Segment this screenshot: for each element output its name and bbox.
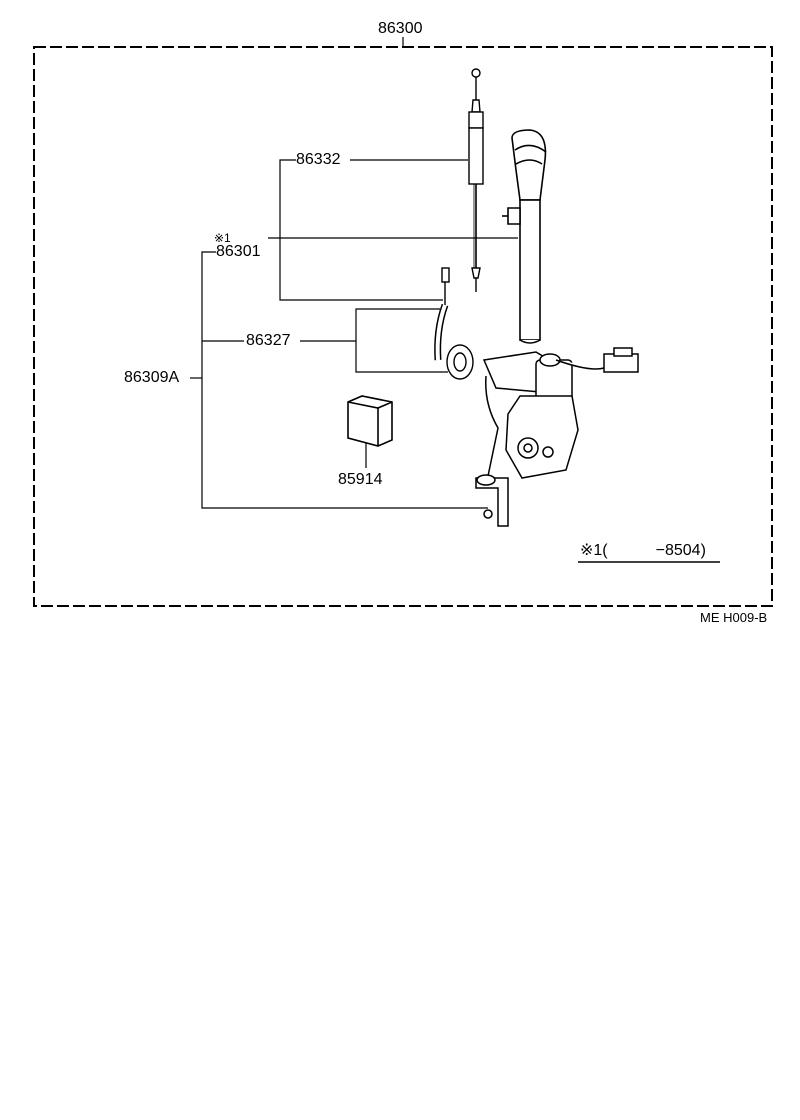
part-label-86327: 86327 bbox=[246, 332, 291, 349]
motor-assembly bbox=[475, 347, 639, 527]
note-mark: ※1 bbox=[214, 231, 231, 245]
antenna-cord bbox=[434, 267, 474, 380]
part-label-85914: 85914 bbox=[338, 471, 383, 488]
antenna-pole bbox=[468, 68, 484, 292]
part-label-86301: 86301 bbox=[216, 243, 261, 260]
assembly-frame bbox=[33, 37, 773, 607]
antenna-mast bbox=[502, 129, 547, 344]
part-label-86309A: 86309A bbox=[124, 369, 180, 386]
relay bbox=[347, 395, 393, 447]
drawing-code: ME H009-B bbox=[700, 610, 768, 625]
leader-lines bbox=[190, 159, 518, 509]
part-label-86332: 86332 bbox=[296, 151, 341, 168]
footnote: ※1( −8504) bbox=[580, 542, 706, 559]
assembly-label: 86300 bbox=[378, 20, 423, 37]
